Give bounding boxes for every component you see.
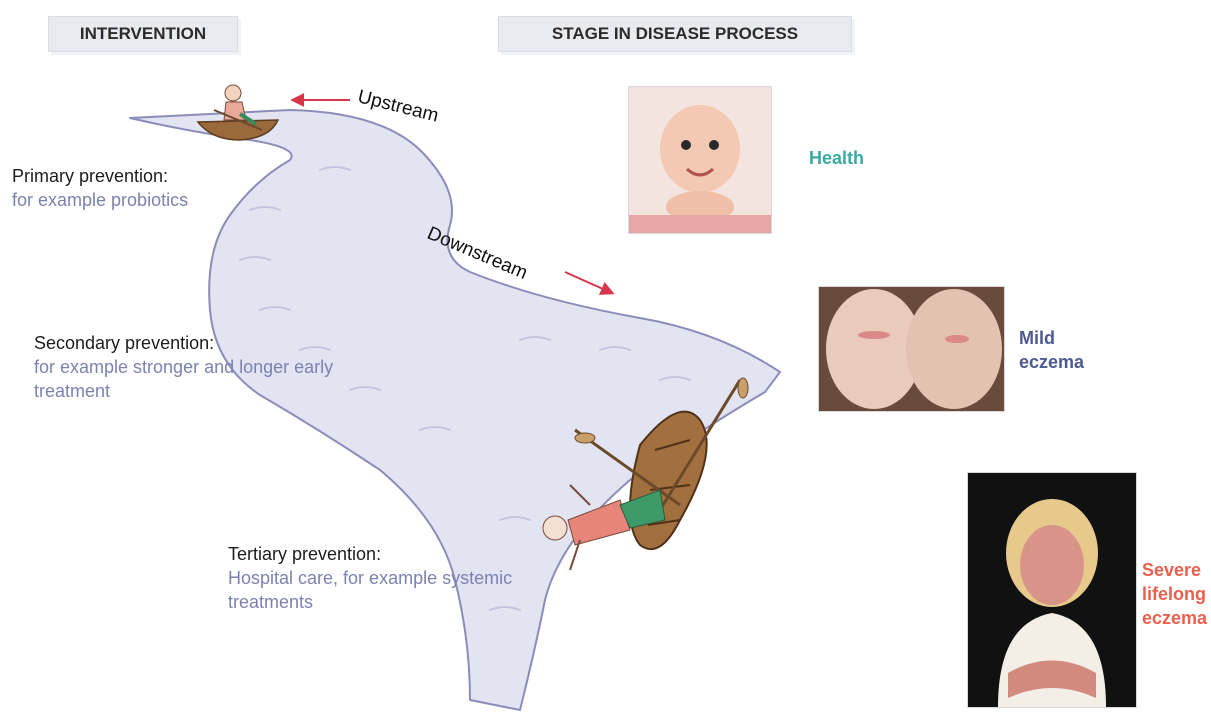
intervention-title: Tertiary prevention: <box>228 542 518 566</box>
primary-prevention: Primary prevention: for example probioti… <box>12 164 292 212</box>
knees-photo <box>818 286 1005 412</box>
baby-photo <box>628 86 772 234</box>
downstream-arrow-icon <box>565 272 612 293</box>
secondary-prevention: Secondary prevention: for example strong… <box>34 331 374 403</box>
stage-health: Health <box>809 146 889 170</box>
stage-mild-eczema: Mild eczema <box>1019 326 1099 374</box>
intervention-detail: Hospital care, for example systemic trea… <box>228 566 518 614</box>
child-photo <box>967 472 1137 708</box>
tertiary-prevention: Tertiary prevention: Hospital care, for … <box>228 542 518 614</box>
intervention-title: Primary prevention: <box>12 164 292 188</box>
stage-severe-eczema: Severe lifelong eczema <box>1142 558 1208 630</box>
intervention-title: Secondary prevention: <box>34 331 374 355</box>
intervention-detail: for example probiotics <box>12 188 292 212</box>
intervention-detail: for example stronger and longer early tr… <box>34 355 374 403</box>
